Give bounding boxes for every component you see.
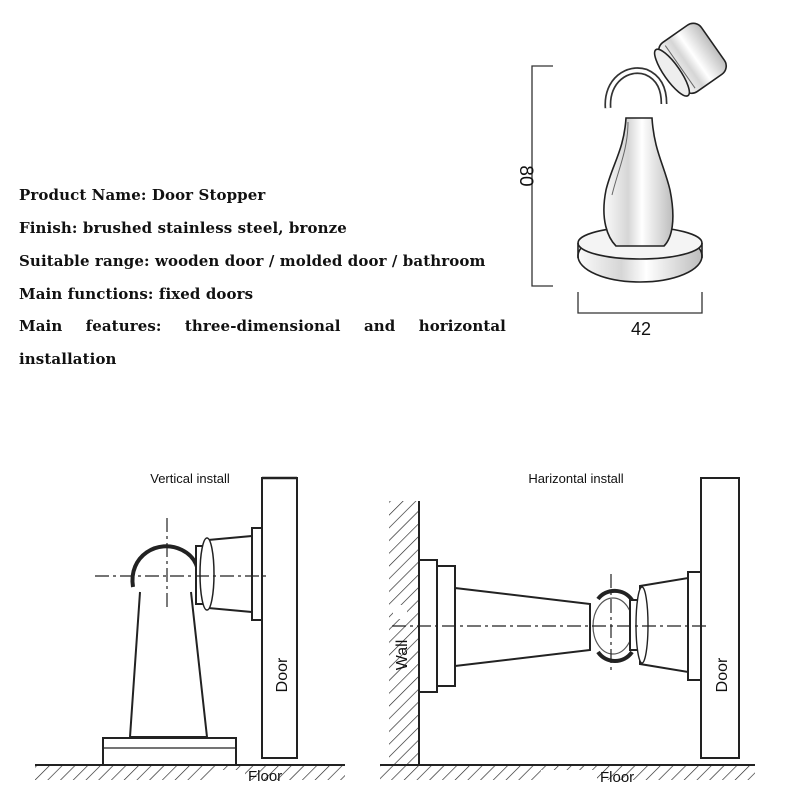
spec-finish: Finish: brushed stainless steel, bronze [19,219,347,237]
width-dimension-label: 42 [631,319,651,339]
vertical-install-drawing [35,476,345,780]
spec-main-functions: Main functions: fixed doors [19,285,254,303]
spec-main-features: Main features: three-dimensional and hor… [19,317,506,335]
spec-features-word: features: [85,317,162,335]
spec-main-features-cont: installation [19,350,117,368]
vertical-floor-label: Floor [248,768,282,785]
height-dimension-label: 80 [515,165,536,186]
vertical-centerlines [95,518,268,608]
horizontal-install-drawing [380,477,755,780]
wall-label: Wall [394,640,411,671]
horizontal-door-label: Door [714,657,731,692]
spec-features-word: three-dimensional [184,317,341,335]
spec-features-word: Main [19,317,63,335]
spec-features-word: and [363,317,396,335]
spec-suitable-range: Suitable range: wooden door / molded doo… [19,252,486,270]
horizontal-floor-label: Floor [600,769,634,786]
dimension-lines [531,65,703,314]
horizontal-install-title: Harizontal install [528,471,623,486]
horizontal-centerlines [392,574,708,672]
vertical-install-title: Vertical install [150,471,230,486]
vertical-door-label: Door [274,657,291,692]
spec-features-word: horizontal [418,317,506,335]
product-sketch [577,22,728,283]
spec-product-name: Product Name: Door Stopper [19,186,266,204]
